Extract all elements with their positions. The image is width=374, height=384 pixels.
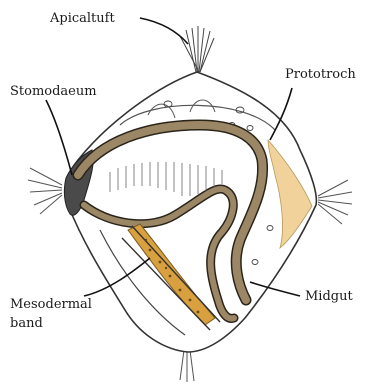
label-stomodaeum: Stomodaeum (10, 84, 97, 99)
right-cilia (318, 180, 352, 224)
leader-apical-tuft (140, 18, 188, 44)
label-midgut: Midgut (305, 289, 353, 304)
label-prototroch: Prototroch (285, 67, 356, 82)
label-mesodermal-band-2: band (10, 316, 43, 331)
bottom-cilia (180, 350, 194, 382)
apical-tuft (180, 26, 214, 72)
label-mesodermal-band-1: Mesodermal (10, 297, 92, 312)
left-cilia (28, 168, 62, 214)
label-apical-tuft: Apicaltuft (49, 11, 115, 26)
leader-stomodaeum (46, 100, 72, 175)
